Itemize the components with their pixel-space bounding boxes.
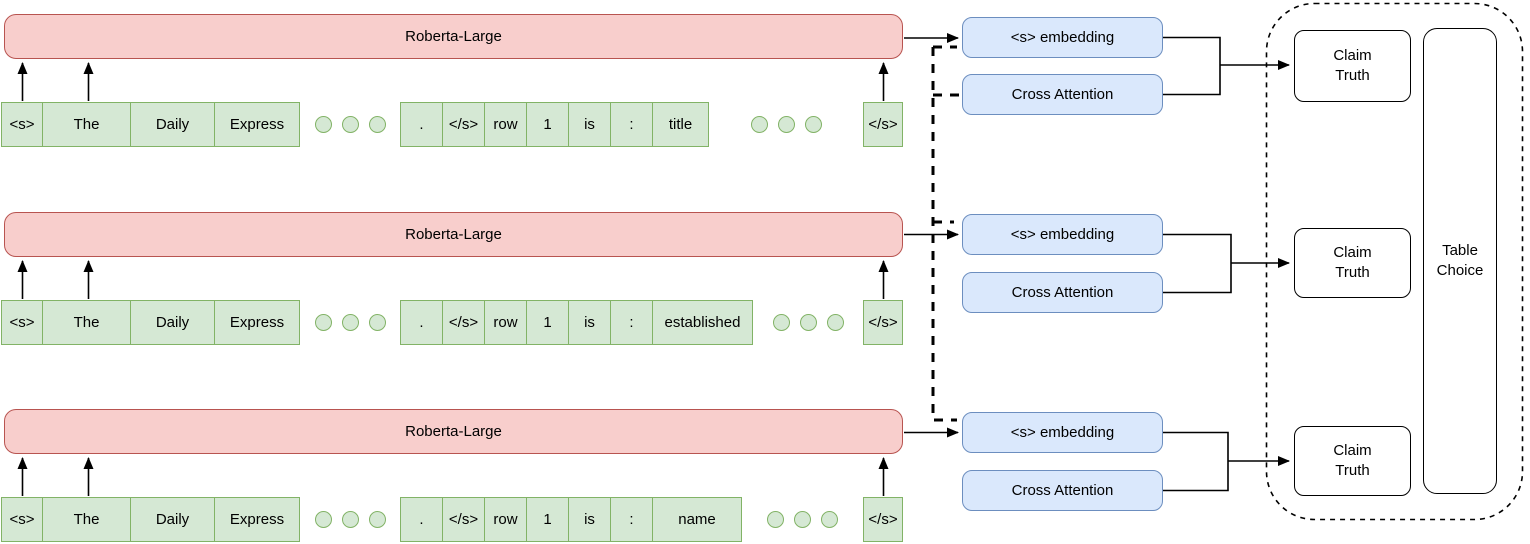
token-colon: :	[610, 300, 653, 345]
token-end-s-close: </s>	[863, 300, 903, 345]
token-the: The	[42, 497, 131, 542]
token-daily: Daily	[130, 300, 215, 345]
dot-icon	[314, 116, 332, 133]
token-s-open: <s>	[1, 300, 43, 345]
token-s-open: <s>	[1, 497, 43, 542]
claim-truth-line2: Truth	[1335, 462, 1370, 479]
token-the: The	[42, 300, 131, 345]
cross-attention-box-row1: Cross Attention	[962, 74, 1163, 115]
dot-icon	[799, 314, 817, 331]
claim-truth-box-row2: Claim Truth	[1294, 228, 1411, 298]
token-colon: :	[610, 497, 653, 542]
encoder-box-row1: Roberta-Large	[4, 14, 903, 59]
token-column-name: established	[652, 300, 753, 345]
dot-icon	[314, 511, 332, 528]
merge-bracket	[1163, 233, 1232, 294]
token-sequence-row2: <s> The Daily Express . </s> row 1 is : …	[1, 300, 903, 345]
cross-attention-box-row3: Cross Attention	[962, 470, 1163, 511]
token-is: is	[568, 300, 611, 345]
ellipsis-dots	[300, 102, 400, 147]
claim-truth-line2: Truth	[1335, 264, 1370, 281]
s-embedding-box-row1: <s> embedding	[962, 17, 1163, 58]
token-period: .	[400, 300, 443, 345]
ellipsis-dots	[753, 300, 863, 345]
dot-icon	[826, 314, 844, 331]
token-1: 1	[526, 102, 569, 147]
ellipsis-dots	[709, 102, 863, 147]
token-s-close: </s>	[442, 497, 485, 542]
token-period: .	[400, 102, 443, 147]
dot-icon	[750, 116, 768, 133]
token-end-s-close: </s>	[863, 102, 903, 147]
s-embedding-box-row2: <s> embedding	[962, 214, 1163, 255]
token-period: .	[400, 497, 443, 542]
dot-icon	[777, 116, 795, 133]
claim-truth-line1: Claim	[1333, 441, 1372, 459]
token-column-name: name	[652, 497, 742, 542]
table-choice-box: Table Choice	[1423, 28, 1497, 494]
dot-icon	[772, 314, 790, 331]
token-sequence-row1: <s> The Daily Express . </s> row 1 is : …	[1, 102, 903, 147]
token-is: is	[568, 497, 611, 542]
token-column-name: title	[652, 102, 709, 147]
dot-icon	[821, 511, 838, 528]
dot-icon	[794, 511, 811, 528]
token-the: The	[42, 102, 131, 147]
token-is: is	[568, 102, 611, 147]
token-s-close: </s>	[442, 102, 485, 147]
token-daily: Daily	[130, 102, 215, 147]
encoder-box-row3: Roberta-Large	[4, 409, 903, 454]
table-choice-line2: Choice	[1436, 262, 1484, 279]
dot-icon	[341, 314, 359, 331]
token-end-s-close: </s>	[863, 497, 903, 542]
dashed-bus-line	[931, 45, 961, 422]
token-row: row	[484, 102, 527, 147]
token-colon: :	[610, 102, 653, 147]
token-1: 1	[526, 497, 569, 542]
claim-truth-line1: Claim	[1333, 46, 1372, 64]
dot-icon	[804, 116, 822, 133]
token-sequence-row3: <s> The Daily Express . </s> row 1 is : …	[1, 497, 903, 542]
dot-icon	[368, 314, 386, 331]
dot-icon	[368, 116, 386, 133]
token-row: row	[484, 300, 527, 345]
encoder-box-row2: Roberta-Large	[4, 212, 903, 257]
dot-icon	[341, 116, 359, 133]
table-choice-line1: Table	[1442, 241, 1478, 259]
dot-icon	[314, 314, 332, 331]
dot-icon	[767, 511, 784, 528]
token-row: row	[484, 497, 527, 542]
claim-truth-line1: Claim	[1333, 243, 1372, 261]
cross-attention-box-row2: Cross Attention	[962, 272, 1163, 313]
s-embedding-box-row3: <s> embedding	[962, 412, 1163, 453]
claim-truth-line2: Truth	[1335, 67, 1370, 84]
ellipsis-dots	[300, 497, 400, 542]
token-express: Express	[214, 102, 300, 147]
merge-bracket	[1163, 36, 1221, 96]
dot-icon	[368, 511, 386, 528]
token-express: Express	[214, 497, 300, 542]
token-daily: Daily	[130, 497, 215, 542]
token-s-close: </s>	[442, 300, 485, 345]
ellipsis-dots	[742, 497, 863, 542]
token-s-open: <s>	[1, 102, 43, 147]
token-1: 1	[526, 300, 569, 345]
claim-truth-box-row1: Claim Truth	[1294, 30, 1411, 102]
dot-icon	[341, 511, 359, 528]
token-express: Express	[214, 300, 300, 345]
claim-truth-box-row3: Claim Truth	[1294, 426, 1411, 496]
ellipsis-dots	[300, 300, 400, 345]
merge-bracket	[1163, 431, 1229, 492]
